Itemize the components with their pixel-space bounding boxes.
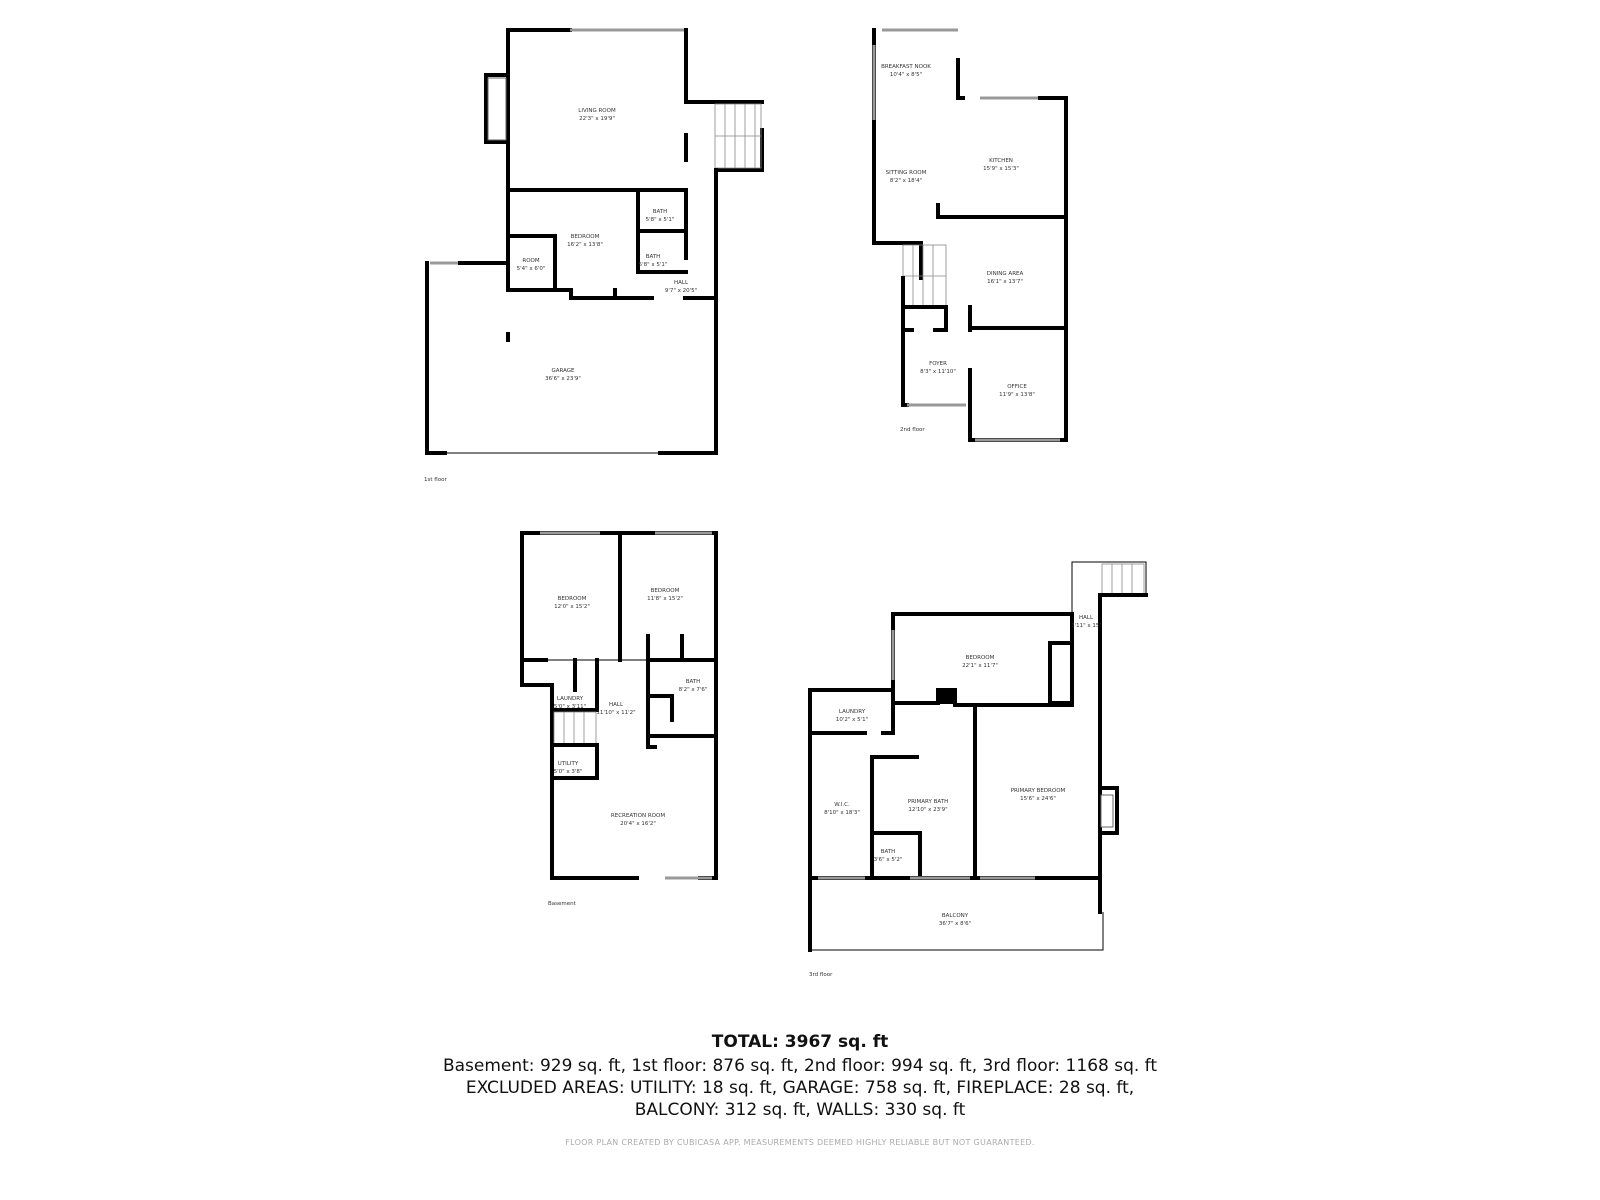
room-size: 12'0" x 15'2"	[554, 604, 590, 610]
room-name: HALL	[1079, 615, 1094, 621]
room-name: SITTING ROOM	[886, 170, 927, 176]
room-size: 36'6" x 23'9"	[545, 376, 581, 382]
room-size: 20'4" x 16'2"	[620, 821, 656, 827]
room-size: 5'0" x 3'8"	[554, 769, 583, 775]
room-size: 8'10" x 18'3"	[824, 810, 860, 816]
room-size: 11'9" x 13'8"	[999, 392, 1035, 398]
room-name: BATH	[881, 849, 896, 855]
room-name: ROOM	[522, 258, 539, 264]
room-name: LAUNDRY	[557, 696, 584, 702]
room-name: BEDROOM	[966, 655, 995, 661]
room-size: 16'2" x 13'8"	[567, 242, 603, 248]
room-name: RECREATION ROOM	[611, 813, 665, 819]
room-size: 22'1" x 11'7"	[962, 663, 998, 669]
room-size: 15'9" x 15'3"	[983, 166, 1019, 172]
floor-basement: BEDROOM 12'0" x 15'2" BEDROOM 11'8" x 15…	[520, 531, 718, 907]
floor-areas: Basement: 929 sq. ft, 1st floor: 876 sq.…	[442, 1056, 1158, 1076]
room-size: 22'3" x 19'9"	[579, 116, 615, 122]
room-name: GARAGE	[551, 368, 575, 374]
room-size: 3'6" x 5'2"	[874, 857, 903, 863]
stairs-icon	[553, 711, 597, 745]
excluded-areas: EXCLUDED AREAS: UTILITY: 18 sq. ft, GARA…	[465, 1078, 1135, 1098]
room-name: DINING AREA	[987, 271, 1024, 277]
room-size: 9'7" x 20'5"	[665, 288, 697, 294]
fireplace-icon	[487, 77, 507, 141]
room-name: PRIMARY BEDROOM	[1011, 788, 1066, 794]
room-size: 10'2" x 5'1"	[836, 717, 868, 723]
room-size: 12'10" x 23'9"	[908, 807, 947, 813]
excluded-areas-cont: BALCONY: 312 sq. ft, WALLS: 330 sq. ft	[634, 1100, 966, 1120]
fireplace-icon	[1100, 794, 1114, 828]
floor-first: LIVING ROOM 22'3" x 19'9" BATH 5'8" x 5'…	[424, 28, 764, 483]
room-name: FOYER	[929, 361, 947, 367]
room-name: OFFICE	[1007, 384, 1027, 390]
floor-label: 2nd floor	[900, 427, 925, 433]
room-name: KITCHEN	[989, 158, 1013, 164]
room-size: 8'3" x 11'10"	[920, 369, 956, 375]
room-size: 3'11" x 15'	[1071, 623, 1101, 629]
floor-second: BREAKFAST NOOK 10'4" x 8'5" KITCHEN 15'9…	[872, 28, 1068, 442]
total-area: TOTAL: 3967 sq. ft	[711, 1032, 889, 1052]
floor-label: 1st floor	[424, 477, 447, 483]
stairs-icon	[1101, 563, 1145, 595]
room-size: 10'4" x 8'5"	[890, 72, 922, 78]
room-name: PRIMARY BATH	[908, 799, 948, 805]
room-name: LIVING ROOM	[578, 108, 616, 114]
room-name: UTILITY	[558, 761, 579, 767]
floor-label: 3rd floor	[809, 972, 833, 978]
room-name: W.I.C.	[834, 802, 850, 808]
room-name: BEDROOM	[558, 596, 587, 602]
floor-third: HALL 3'11" x 15' BEDROOM 22'1" x 11'7" L…	[808, 561, 1148, 978]
room-size: 16'1" x 13'7"	[987, 279, 1023, 285]
disclaimer: FLOOR PLAN CREATED BY CUBICASA APP. MEAS…	[565, 1138, 1035, 1147]
stairs-icon	[902, 244, 947, 308]
room-size: 11'10" x 11'2"	[596, 710, 635, 716]
room-size: 8'2" x 7'6"	[679, 687, 708, 693]
room-size: 5'8" x 5'1"	[646, 217, 675, 223]
room-size: 11'8" x 15'2"	[647, 596, 683, 602]
room-name: BEDROOM	[651, 588, 680, 594]
room-name: BALCONY	[942, 913, 969, 919]
room-name: LAUNDRY	[839, 709, 866, 715]
room-name: BREAKFAST NOOK	[881, 64, 931, 70]
stairs-icon	[714, 103, 762, 169]
room-size: 5'0" x 3'11"	[554, 704, 586, 710]
room-size: 5'8" x 5'1"	[639, 262, 668, 268]
room-name: BATH	[646, 254, 661, 260]
room-size: 36'7" x 8'6"	[939, 921, 971, 927]
room-size: 8'2" x 18'4"	[890, 178, 922, 184]
room-name: HALL	[674, 280, 689, 286]
room-name: HALL	[609, 702, 624, 708]
room-size: 5'4" x 6'0"	[517, 266, 546, 272]
room-name: BATH	[653, 209, 668, 215]
floor-label: Basement	[548, 901, 577, 907]
room-size: 15'6" x 24'6"	[1020, 796, 1056, 802]
room-name: BEDROOM	[571, 234, 600, 240]
room-name: BATH	[686, 679, 701, 685]
